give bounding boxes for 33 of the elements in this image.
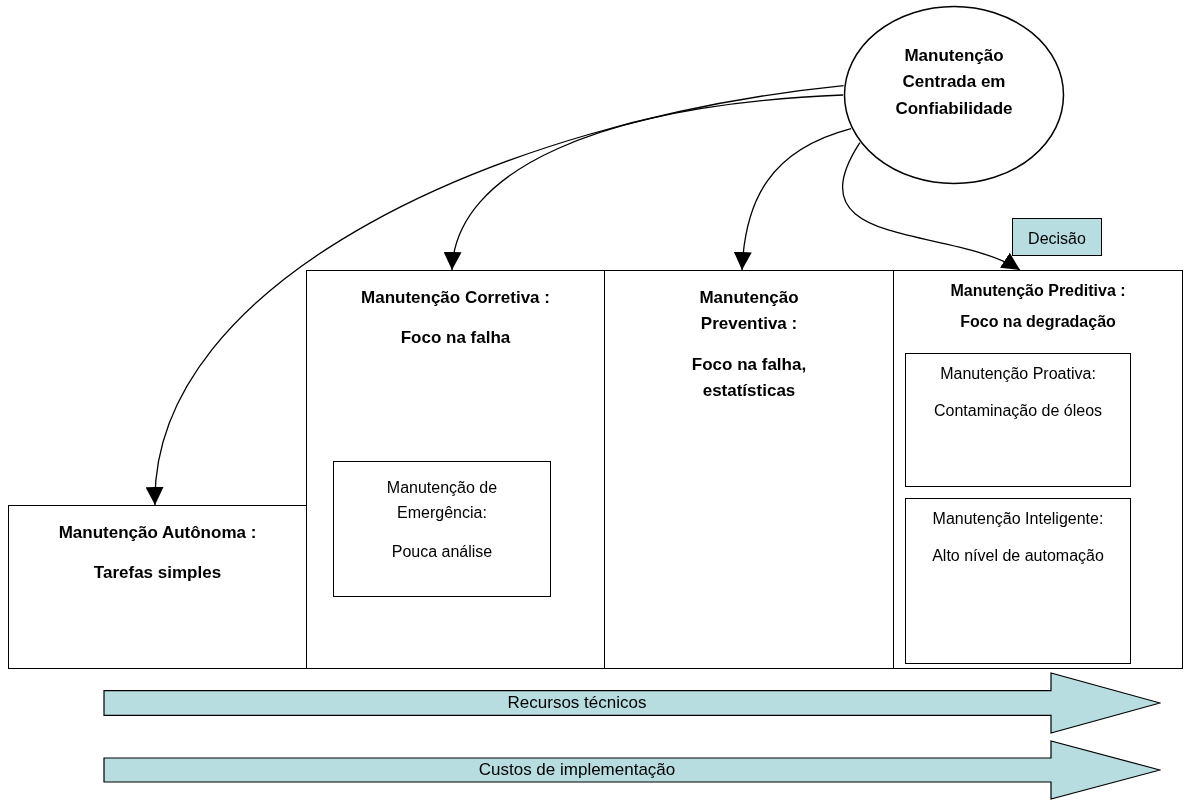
body-text: Foco na falha <box>399 327 512 350</box>
column-box <box>8 505 307 669</box>
body-text: Foco na degradação <box>959 311 1117 332</box>
body-text: Foco na falha, estatísticas <box>690 353 808 403</box>
body-text: Contaminação de óleos <box>932 400 1104 421</box>
heading: Manutenção Proativa: <box>939 364 1097 384</box>
body-text: Tarefas simples <box>92 562 223 585</box>
body-text: Alto nível de automação <box>931 545 1105 566</box>
node-label: Recursos técnicos <box>507 691 647 714</box>
heading: Manutenção de Emergência: <box>385 478 499 523</box>
heading: Manutenção Preditiva : <box>949 281 1127 301</box>
arrow <box>148 84 845 506</box>
heading: Manutenção Preventiva : <box>698 287 800 336</box>
process-box <box>905 353 1131 487</box>
ellipse-node <box>843 5 1065 185</box>
arrow <box>841 142 1021 271</box>
block-arrow <box>103 740 1161 800</box>
arrow <box>734 128 852 271</box>
process-box <box>333 461 551 597</box>
heading: Manutenção Corretiva : <box>360 287 551 309</box>
column-box <box>604 270 894 669</box>
node-label: Decisão <box>1027 229 1087 249</box>
label-box <box>1012 218 1102 256</box>
heading: Manutenção Inteligente: <box>931 509 1105 529</box>
heading: Manutenção Autônoma : <box>57 522 258 544</box>
block-arrow <box>103 672 1161 734</box>
arrow <box>445 94 844 271</box>
node-label: Manutenção Centrada em Confiabilidade <box>894 45 1014 120</box>
body-text: Pouca análise <box>390 541 494 562</box>
node-label: Custos de implementação <box>478 758 676 781</box>
process-box <box>905 498 1131 664</box>
column-box <box>306 270 605 669</box>
column-box <box>893 270 1183 669</box>
